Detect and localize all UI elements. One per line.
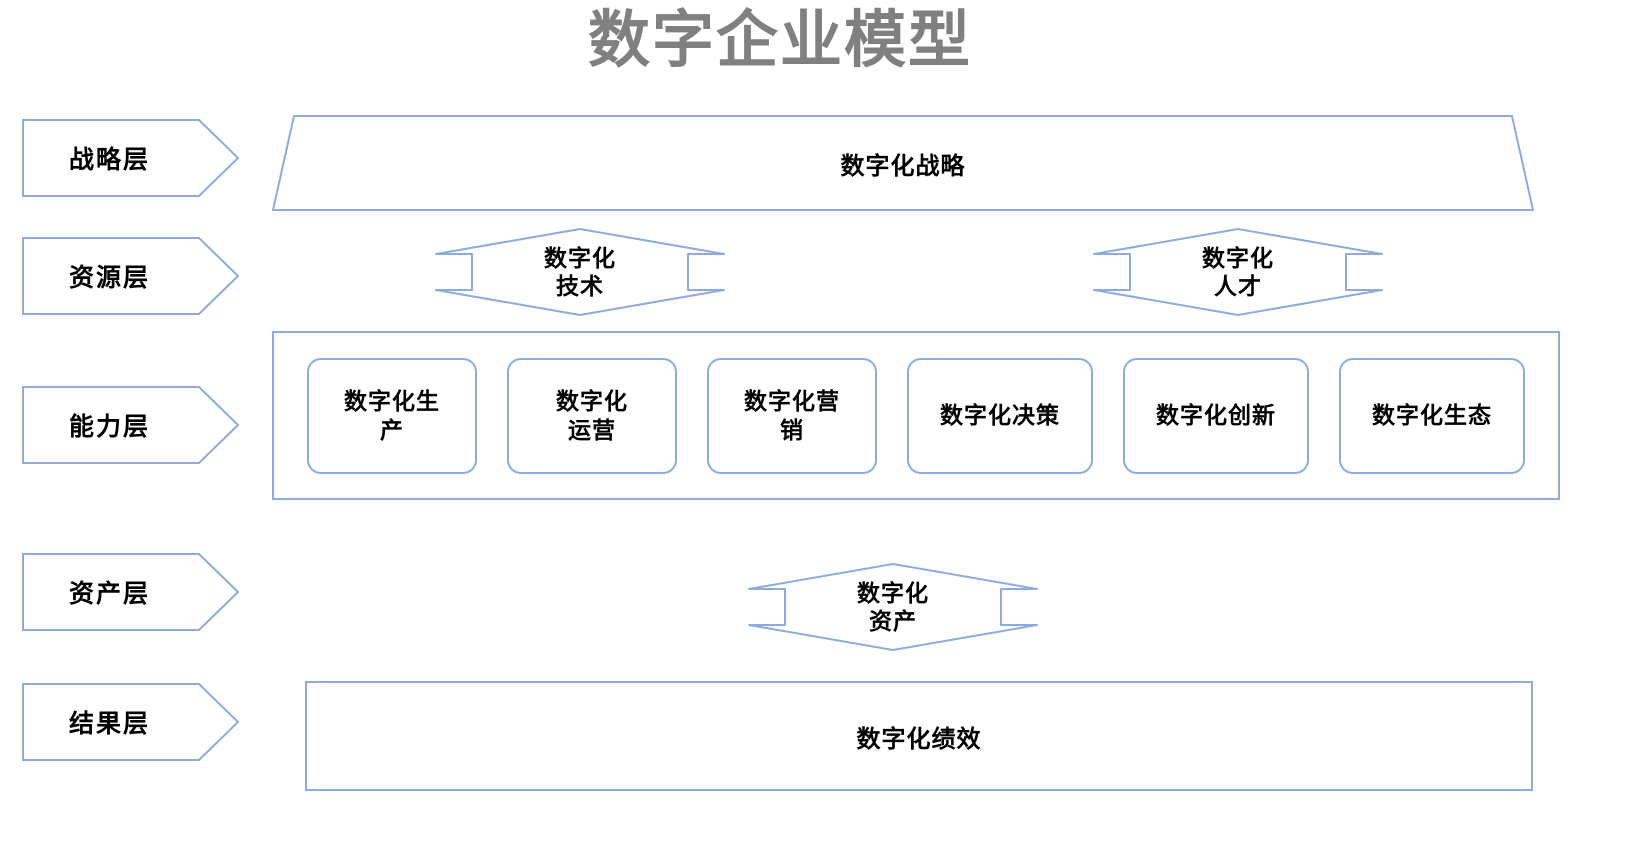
capability-box-row: 数字化生 产 数字化 运营 数字化营 销 数字化决策 数字 xyxy=(274,333,1558,498)
capability-line1: 数字化营 xyxy=(744,388,840,415)
asset-item-line2: 资产 xyxy=(869,608,917,634)
capability-line1: 数字化生 xyxy=(344,388,440,415)
layer-label-resource[interactable]: 资源层 xyxy=(22,237,240,315)
result-banner[interactable]: 数字化绩效 xyxy=(305,681,1533,791)
resource-item-line2: 人才 xyxy=(1214,273,1262,299)
pentagon-arrow-icon xyxy=(22,553,240,631)
asset-item-label: 数字化 资产 xyxy=(748,563,1038,651)
layer-label-strategy[interactable]: 战略层 xyxy=(22,119,240,197)
layer-label-text: 结果层 xyxy=(68,710,150,738)
capability-box-label: 数字化营 销 xyxy=(744,387,840,443)
layer-label-text: 资源层 xyxy=(68,264,150,292)
resource-item-label: 数字化 技术 xyxy=(435,228,725,316)
pentagon-arrow-icon xyxy=(22,386,240,464)
layer-label-asset[interactable]: 资产层 xyxy=(22,553,240,631)
layer-label-text: 战略层 xyxy=(68,146,150,174)
pentagon-arrow-icon xyxy=(22,237,240,315)
resource-item-digital-technology[interactable]: 数字化 技术 xyxy=(435,228,725,316)
capability-box-digital-innovation[interactable]: 数字化创新 xyxy=(1123,357,1309,474)
resource-item-line1: 数字化 xyxy=(1202,244,1274,271)
page-title: 数字企业模型 xyxy=(587,6,972,75)
resource-item-line2: 技术 xyxy=(556,273,604,299)
capability-box-label: 数字化创新 xyxy=(1156,402,1276,429)
resource-item-digital-talent[interactable]: 数字化 人才 xyxy=(1093,228,1383,316)
layer-label-text: 资产层 xyxy=(68,580,150,608)
capability-box-digital-operation[interactable]: 数字化 运营 xyxy=(507,357,677,474)
strategy-banner[interactable]: 数字化战略 xyxy=(272,115,1534,211)
strategy-banner-label: 数字化战略 xyxy=(840,152,966,180)
capability-box-digital-marketing[interactable]: 数字化营 销 xyxy=(707,357,877,474)
capability-box-digital-decision[interactable]: 数字化决策 xyxy=(907,357,1093,474)
pentagon-arrow-icon xyxy=(22,683,240,761)
capability-box-label: 数字化 运营 xyxy=(556,387,628,443)
capability-container: 数字化生 产 数字化 运营 数字化营 销 数字化决策 数字 xyxy=(272,331,1560,500)
layer-label-result[interactable]: 结果层 xyxy=(22,683,240,761)
capability-box-label: 数字化生 产 xyxy=(344,387,440,443)
resource-item-label: 数字化 人才 xyxy=(1093,228,1383,316)
capability-box-label: 数字化决策 xyxy=(940,402,1060,429)
bowtie-hexagon-shape xyxy=(748,563,1038,651)
bowtie-hexagon-shape xyxy=(1093,228,1383,316)
capability-box-digital-production[interactable]: 数字化生 产 xyxy=(307,357,477,474)
capability-box-label: 数字化生态 xyxy=(1372,402,1492,429)
trapezoid-shape xyxy=(272,115,1534,211)
capability-line1: 数字化 xyxy=(556,388,628,415)
capability-line2: 运营 xyxy=(568,416,616,443)
layer-label-capability[interactable]: 能力层 xyxy=(22,386,240,464)
result-banner-label: 数字化绩效 xyxy=(856,725,982,753)
asset-item-line1: 数字化 xyxy=(857,579,929,606)
bowtie-hexagon-shape xyxy=(435,228,725,316)
capability-line2: 销 xyxy=(780,416,804,443)
pentagon-arrow-icon xyxy=(22,119,240,197)
capability-line2: 产 xyxy=(380,416,404,443)
capability-box-digital-ecosystem[interactable]: 数字化生态 xyxy=(1339,357,1525,474)
layer-label-text: 能力层 xyxy=(68,413,150,441)
asset-item-digital-asset[interactable]: 数字化 资产 xyxy=(748,563,1038,651)
resource-item-line1: 数字化 xyxy=(544,244,616,271)
